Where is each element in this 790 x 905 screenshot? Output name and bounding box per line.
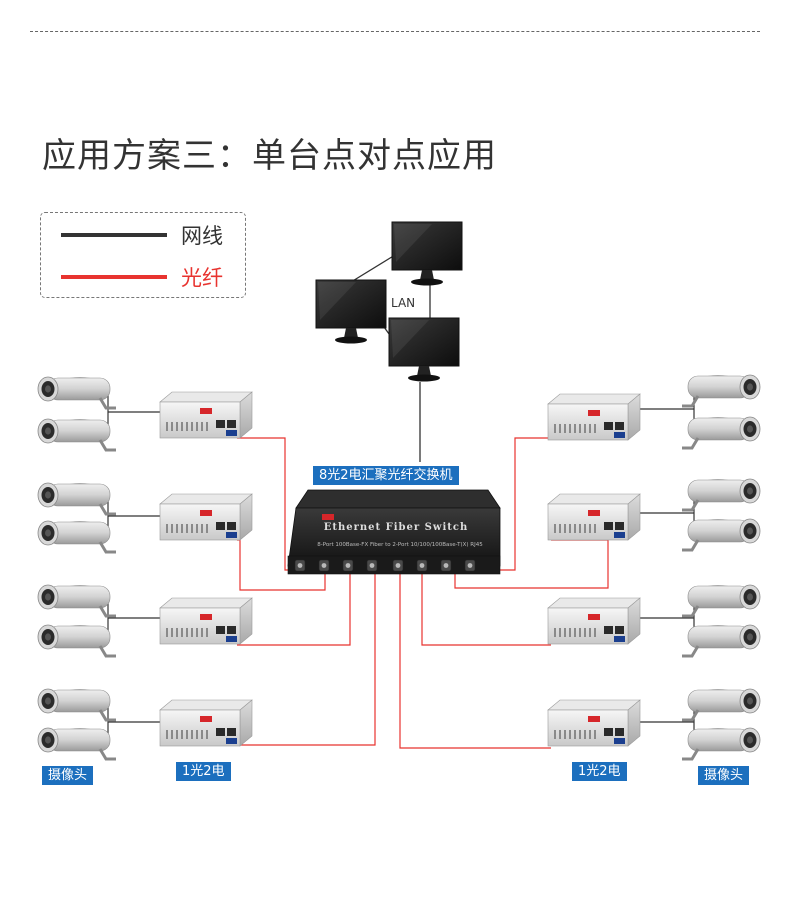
media-converter [547, 493, 641, 541]
camera-cable-links-left [96, 390, 160, 743]
converter-tag-left: 1光2电 [176, 762, 231, 781]
monitor-icon [315, 279, 387, 344]
fiber-port [294, 559, 306, 572]
switch-tag: 8光2电汇聚光纤交换机 [313, 466, 459, 485]
legend-item-cable: 网线 [61, 223, 223, 248]
fiber-port [440, 559, 452, 572]
brand-logo [322, 514, 334, 520]
fiber-line-swatch [61, 275, 167, 279]
camera-icon [680, 517, 762, 552]
camera-icon [680, 623, 762, 658]
media-converter [159, 597, 253, 645]
monitor-icon [388, 317, 460, 382]
monitor-icon [391, 221, 463, 286]
converter-tag-right: 1光2电 [572, 762, 627, 781]
fiber-port [318, 559, 330, 572]
camera-icon [680, 726, 762, 761]
camera-icon [680, 373, 762, 408]
legend-label-cable: 网线 [181, 224, 223, 248]
switch-sub-label: 8-Port 100Base-FX Fiber to 2-Port 10/100… [317, 542, 483, 548]
top-dashed-divider [30, 31, 760, 32]
camera-icon [680, 477, 762, 512]
fiber-port [392, 559, 404, 572]
switch-face-label: Ethernet Fiber Switch [324, 522, 469, 533]
fiber-port [464, 559, 476, 572]
camera-tag-right: 摄像头 [698, 766, 750, 785]
legend-item-fiber: 光纤 [61, 265, 223, 290]
media-converter [159, 699, 253, 747]
fiber-port [416, 559, 428, 572]
media-converter [547, 393, 641, 441]
cable-line-swatch [61, 233, 167, 237]
camera-icon [680, 687, 762, 722]
legend: 网线 光纤 [40, 212, 246, 298]
media-converter [547, 597, 641, 645]
camera-icon [36, 583, 118, 618]
camera-icon [36, 375, 118, 410]
media-converter [159, 391, 253, 439]
legend-label-fiber: 光纤 [181, 266, 223, 290]
page-title: 应用方案三：单台点对点应用 [42, 136, 497, 176]
media-converter [547, 699, 641, 747]
camera-icon [680, 415, 762, 450]
camera-tag-left: 摄像头 [42, 766, 94, 785]
camera-icon [36, 687, 118, 722]
camera-icon [36, 417, 118, 452]
media-converter [159, 493, 253, 541]
lan-label: LAN [391, 296, 416, 310]
fiber-switch: Ethernet Fiber Switch 8-Port 100Base-FX … [287, 489, 501, 575]
camera-icon [36, 519, 118, 554]
camera-icon [36, 726, 118, 761]
fiber-port [366, 559, 378, 572]
camera-icon [36, 623, 118, 658]
right-camera-group [680, 373, 762, 761]
camera-icon [680, 583, 762, 618]
camera-icon [36, 481, 118, 516]
fiber-port [342, 559, 354, 572]
